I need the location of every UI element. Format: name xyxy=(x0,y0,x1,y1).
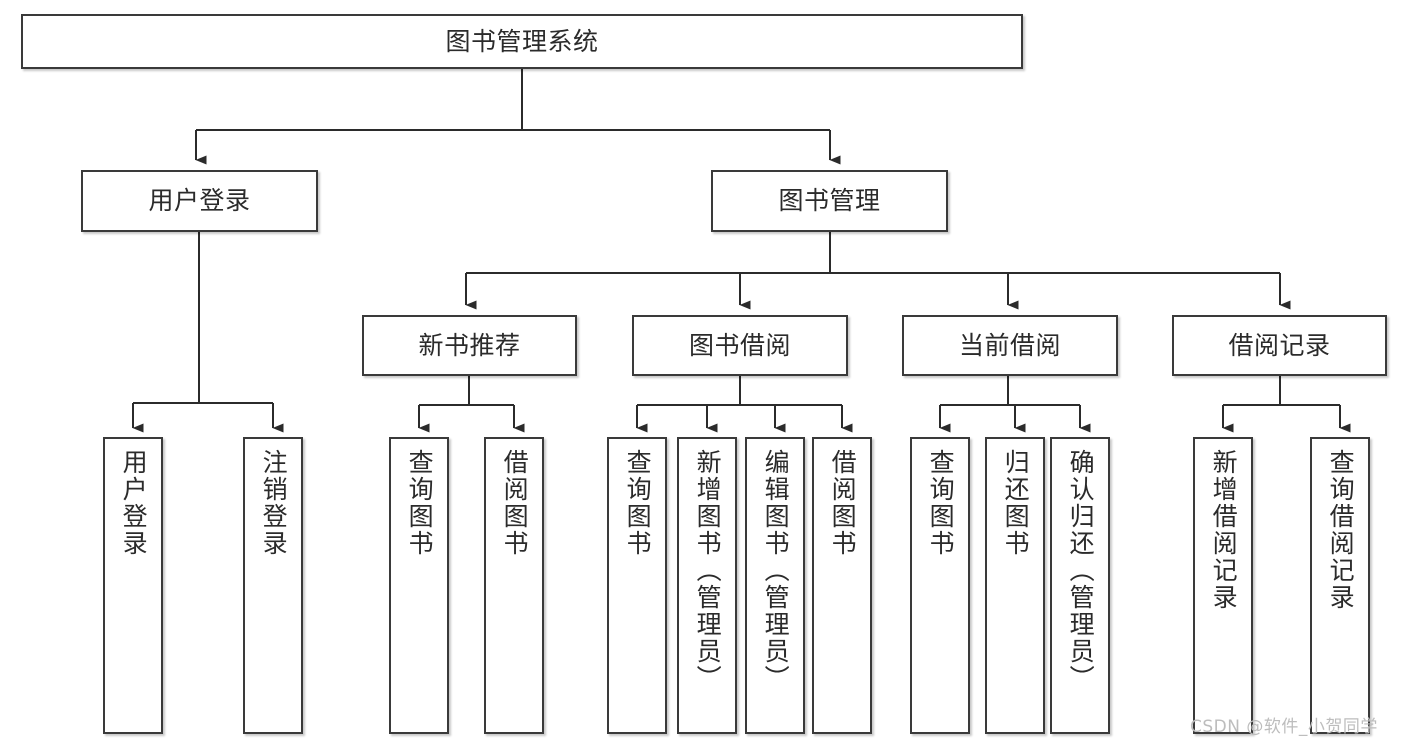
node-book-management-label: 图书管理 xyxy=(778,186,881,216)
node-leaf-query-book-3[interactable]: 查询图书 xyxy=(910,437,970,734)
node-leaf-borrow-book-1[interactable]: 借阅图书 xyxy=(484,437,544,734)
node-user-login-label: 用户登录 xyxy=(148,186,251,216)
node-leaf-logout-login-label: 注销登录 xyxy=(259,449,289,557)
node-leaf-user-login[interactable]: 用户登录 xyxy=(103,437,163,734)
node-current-borrow[interactable]: 当前借阅 xyxy=(902,315,1118,376)
node-leaf-return-book-label: 归还图书 xyxy=(1001,449,1031,557)
node-leaf-logout-login[interactable]: 注销登录 xyxy=(243,437,303,734)
node-leaf-add-borrow-record-label: 新增借阅记录 xyxy=(1209,449,1239,611)
node-borrow-record-label: 借阅记录 xyxy=(1228,330,1331,360)
node-leaf-user-login-label: 用户登录 xyxy=(119,449,149,557)
node-borrow-record[interactable]: 借阅记录 xyxy=(1172,315,1387,376)
node-leaf-add-book-label: 新增图书（管理员） xyxy=(693,449,723,692)
node-leaf-query-book-2[interactable]: 查询图书 xyxy=(607,437,667,734)
node-leaf-query-book-2-label: 查询图书 xyxy=(623,449,653,557)
node-root-label: 图书管理系统 xyxy=(445,26,599,56)
node-leaf-query-book-1[interactable]: 查询图书 xyxy=(389,437,449,734)
node-user-login[interactable]: 用户登录 xyxy=(81,170,318,232)
node-leaf-confirm-return-label: 确认归还（管理员） xyxy=(1066,449,1096,692)
node-leaf-edit-book[interactable]: 编辑图书（管理员） xyxy=(745,437,805,734)
csdn-watermark: CSDN @软件_小贺同学 xyxy=(1190,717,1378,737)
node-book-borrow[interactable]: 图书借阅 xyxy=(632,315,848,376)
node-leaf-edit-book-label: 编辑图书（管理员） xyxy=(761,449,791,692)
node-new-book-recommend[interactable]: 新书推荐 xyxy=(362,315,577,376)
node-leaf-confirm-return[interactable]: 确认归还（管理员） xyxy=(1050,437,1110,734)
node-leaf-borrow-book-1-label: 借阅图书 xyxy=(500,449,530,557)
node-leaf-borrow-book-2[interactable]: 借阅图书 xyxy=(812,437,872,734)
node-leaf-borrow-book-2-label: 借阅图书 xyxy=(828,449,858,557)
node-leaf-add-borrow-record[interactable]: 新增借阅记录 xyxy=(1193,437,1253,734)
node-leaf-query-book-3-label: 查询图书 xyxy=(926,449,956,557)
node-new-book-recommend-label: 新书推荐 xyxy=(418,330,521,360)
node-root[interactable]: 图书管理系统 xyxy=(21,14,1023,69)
node-leaf-return-book[interactable]: 归还图书 xyxy=(985,437,1045,734)
node-leaf-query-borrow-record-label: 查询借阅记录 xyxy=(1326,449,1356,611)
node-book-borrow-label: 图书借阅 xyxy=(688,330,791,360)
node-leaf-query-book-1-label: 查询图书 xyxy=(405,449,435,557)
node-leaf-add-book[interactable]: 新增图书（管理员） xyxy=(677,437,737,734)
node-book-management[interactable]: 图书管理 xyxy=(711,170,948,232)
node-current-borrow-label: 当前借阅 xyxy=(958,330,1061,360)
node-leaf-query-borrow-record[interactable]: 查询借阅记录 xyxy=(1310,437,1370,734)
